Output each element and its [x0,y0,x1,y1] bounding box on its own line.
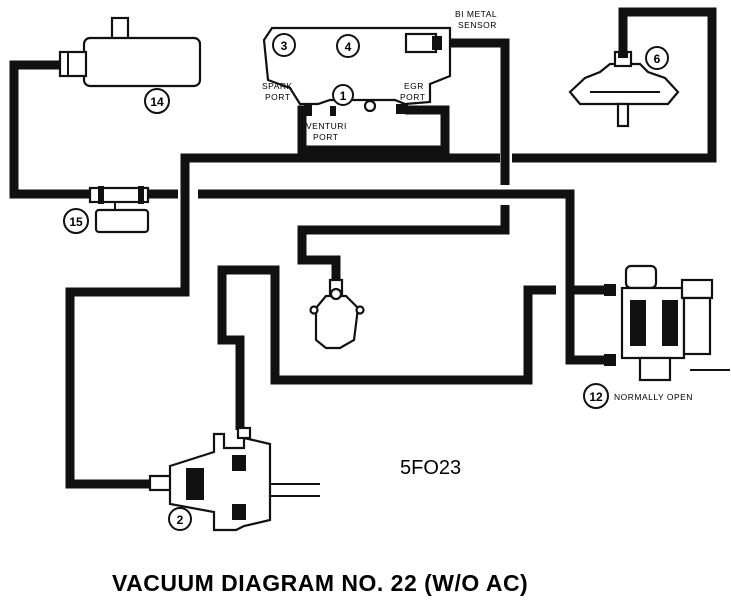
component-14 [58,16,202,88]
spark-port-label-line1: SPARK [262,81,293,91]
callout-2-text: 2 [177,513,184,527]
hose-spark-to-distributor [65,105,450,489]
component-6 [568,50,680,128]
diagram-code: 5FO23 [400,457,461,479]
egr-port-label-line1: EGR [404,81,424,91]
hose-egr-port [405,105,500,163]
hose-bimetal-sensor [440,38,510,185]
hose-12-normally-open [565,290,615,365]
callout-2: 2 [168,507,192,531]
callout-6-text: 6 [654,52,661,66]
bimetal-sensor-label-line2: SENSOR [458,20,497,30]
hose-to-carburetor [297,205,510,282]
venturi-port-label-line1: VENTURI [306,121,347,131]
callout-1: 1 [332,84,354,106]
carburetor-restrictor [309,278,365,350]
diagram-title: VACUUM DIAGRAM NO. 22 (W/O AC) [112,570,528,596]
component-15 [88,186,150,234]
component-2-distributor [148,426,320,532]
callout-3: 3 [272,33,296,57]
callout-12: 12 [583,383,609,409]
callout-4: 4 [336,34,360,58]
callout-6: 6 [645,46,669,70]
callout-14-text: 14 [150,95,164,109]
callout-14: 14 [144,88,170,114]
egr-port-label-line2: PORT [400,92,425,102]
venturi-port-label-line2: PORT [313,132,338,142]
callout-4-text: 4 [345,40,352,54]
callout-1-text: 1 [340,89,347,103]
spark-port-label-line2: PORT [265,92,290,102]
hose-junction-to-12 [198,189,615,295]
normally-open-label: NORMALLY OPEN [614,392,693,402]
component-12 [604,264,730,382]
bimetal-sensor-label-line1: BI METAL [455,9,497,19]
hose-14-to-15 [9,60,92,199]
hose-valve-6 [512,7,717,163]
hose-carb-loop [217,265,556,430]
vacuum-hoses [9,7,717,489]
carburetor-body [262,26,452,116]
callout-15: 15 [63,208,89,234]
callout-12-text: 12 [589,390,603,404]
callout-3-text: 3 [281,39,288,53]
callout-15-text: 15 [69,215,83,229]
